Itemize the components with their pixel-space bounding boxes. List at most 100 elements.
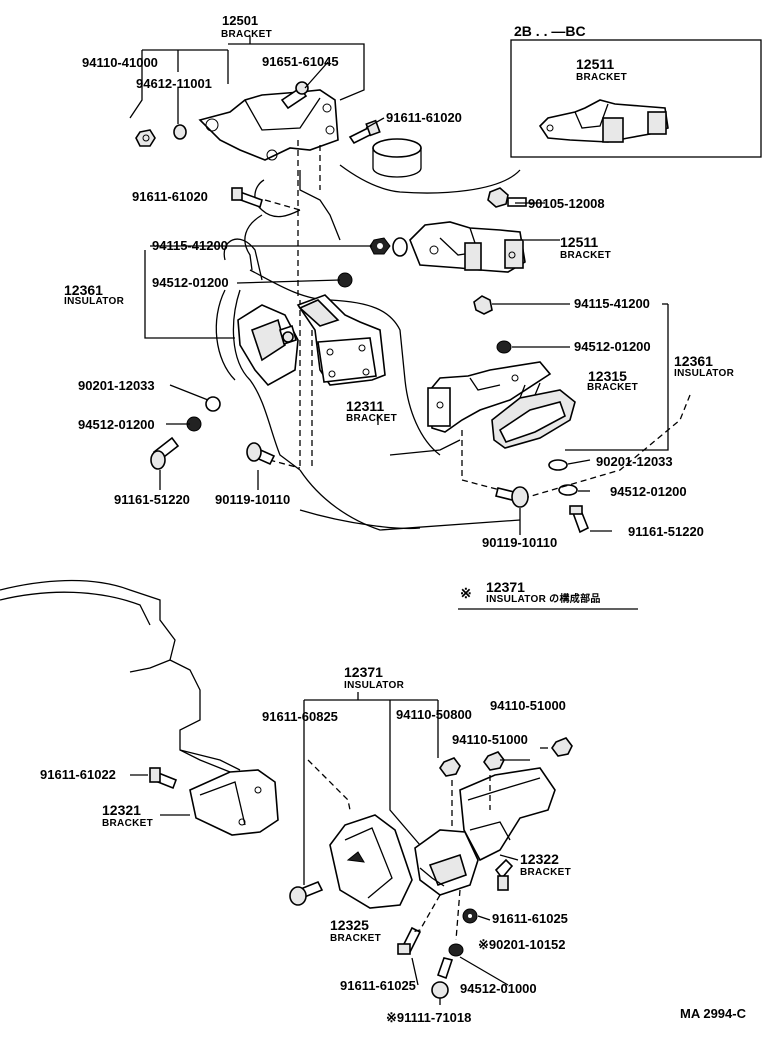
bracket-12511-inset-drawing: [538, 99, 669, 143]
label-12321: 12321: [102, 802, 141, 818]
label-94512-01200-a: 94512-01200: [152, 275, 229, 290]
washer-94512-01200-engine: [337, 272, 353, 288]
label-90119-10110-a: 90119-10110: [215, 492, 291, 507]
label-90119-10110-b: 90119-10110: [482, 535, 558, 550]
label-insulator-12371: INSULATOR: [344, 680, 405, 691]
bolt-91611-61025-b: [397, 926, 422, 955]
label-12511-b: 12511: [576, 56, 615, 72]
nut-94115-41200-engine: [369, 237, 391, 255]
washer-94512-01200-right: [496, 340, 512, 354]
washer-90201-12033-left: [205, 396, 221, 412]
label-bracket-12322: BRACKET: [520, 867, 571, 878]
bracket-12501-drawing: [198, 89, 339, 161]
label-94110-41000: 94110-41000: [82, 55, 158, 70]
label-note-text: INSULATOR の構成部品: [486, 594, 601, 605]
washer-94512-01200-lower-right: [558, 484, 578, 496]
label-91611-61025-a: 91611-61025: [492, 911, 568, 926]
label-90201-12033-a: 90201-12033: [78, 378, 155, 393]
label-12322: 12322: [520, 851, 559, 867]
washer-90201-12033-right: [548, 459, 568, 471]
label-inset-title: 2B . . —BC: [514, 23, 586, 39]
insulator-12371-drawing: [414, 829, 479, 896]
label-91161-51220-a: 91161-51220: [114, 492, 190, 507]
bracket-12325-drawing: [329, 814, 413, 909]
label-94512-01000: 94512-01000: [460, 981, 537, 996]
nut-90105-12008: [487, 187, 527, 208]
label-12511-a: 12511: [560, 234, 599, 250]
label-note-part: 12371: [486, 579, 525, 595]
nut-94110-50800: [439, 757, 461, 777]
washer-94512-01000: [448, 943, 464, 957]
label-91611-61020-a: 91611-61020: [386, 110, 462, 125]
label-bracket-12511-a: BRACKET: [560, 250, 611, 261]
bolt-91111-71018: [431, 957, 454, 999]
label-91161-51220-b: 91161-51220: [628, 524, 704, 539]
label-bracket-12311: BRACKET: [346, 413, 397, 424]
nut-94110-41000-drawing: [135, 129, 156, 147]
label-bracket-12511-b: BRACKET: [576, 72, 627, 83]
engine-outline: [215, 164, 521, 531]
bolt-91161-51220-left: [150, 436, 180, 470]
label-12361-b: 12361: [674, 353, 713, 369]
label-94110-51000-a: 94110-51000: [490, 698, 566, 713]
bolt-91611-61025-a: [494, 858, 514, 891]
label-94612-11001: 94612-11001: [136, 76, 212, 91]
insulator-12361-left-drawing: [237, 304, 299, 387]
label-91611-61022: 91611-61022: [40, 767, 116, 782]
label-insulator-12361-a: INSULATOR: [64, 296, 125, 307]
label-bracket-12321: BRACKET: [102, 818, 153, 829]
label-insulator-12361-b: INSULATOR: [674, 368, 735, 379]
bracket-12315-drawing: [427, 361, 552, 433]
bracket-12311-drawing: [296, 294, 386, 386]
label-12325: 12325: [330, 917, 369, 933]
nut-94110-51000-a: [551, 737, 573, 757]
oil-cap-drawing: [372, 138, 422, 178]
label-12361-a: 12361: [64, 282, 103, 298]
bracket-12321-drawing: [189, 769, 279, 836]
label-91611-61025-b: 91611-61025: [340, 978, 416, 993]
label-12501: 12501: [222, 13, 259, 28]
washer-90201-10152: [462, 908, 478, 924]
engine-block-outline-bottom: [0, 579, 241, 773]
label-94115-41200-b: 94115-41200: [574, 296, 650, 311]
label-ref-code: MA 2994-C: [680, 1006, 746, 1021]
label-12311: 12311: [346, 398, 385, 414]
bracket-12511-drawing: [409, 221, 526, 273]
label-94512-01200-b: 94512-01200: [574, 339, 651, 354]
label-94512-01200-d: 94512-01200: [610, 484, 687, 499]
bolt-90119-10110-right: [495, 486, 529, 508]
label-90105-12008: 90105-12008: [528, 196, 605, 211]
bolt-91611-61022: [149, 767, 178, 790]
bracket-12322-drawing: [459, 767, 556, 862]
bolt-91611-61020-left: [231, 187, 263, 209]
label-91611-60825: 91611-60825: [262, 709, 338, 724]
label-94512-01200-c: 94512-01200: [78, 417, 155, 432]
bolt-91611-60825: [289, 880, 324, 906]
label-note-mark: ※: [460, 585, 472, 601]
label-91651-61045: 91651-61045: [262, 54, 339, 69]
label-90201-10152: ※90201-10152: [478, 937, 566, 952]
bolt-91161-51220-right: [569, 505, 590, 534]
label-94110-50800: 94110-50800: [396, 707, 472, 722]
bolt-90119-10110-left: [246, 442, 276, 466]
label-91611-61020-b: 91611-61020: [132, 189, 208, 204]
inset-frame: [510, 39, 762, 158]
nut-94110-51000-b: [483, 751, 505, 771]
label-94110-51000-b: 94110-51000: [452, 732, 528, 747]
nut-94115-41200-right: [473, 295, 493, 315]
washer-94612-11001-drawing: [173, 124, 187, 140]
label-bracket-12315: BRACKET: [587, 382, 638, 393]
label-91111-71018: ※91111-71018: [386, 1010, 472, 1025]
bolt-91651-61045: [280, 81, 309, 110]
washer-12511-left: [392, 237, 408, 257]
label-bracket-12325: BRACKET: [330, 933, 381, 944]
label-12371: 12371: [344, 664, 383, 680]
label-90201-12033-b: 90201-12033: [596, 454, 673, 469]
label-12315: 12315: [588, 368, 627, 384]
label-bracket-12501: BRACKET: [221, 29, 272, 40]
insulator-12361-right-drawing: [491, 382, 576, 449]
label-94115-41200-a: 94115-41200: [152, 238, 228, 253]
bolt-91611-61020-right: [348, 119, 381, 145]
